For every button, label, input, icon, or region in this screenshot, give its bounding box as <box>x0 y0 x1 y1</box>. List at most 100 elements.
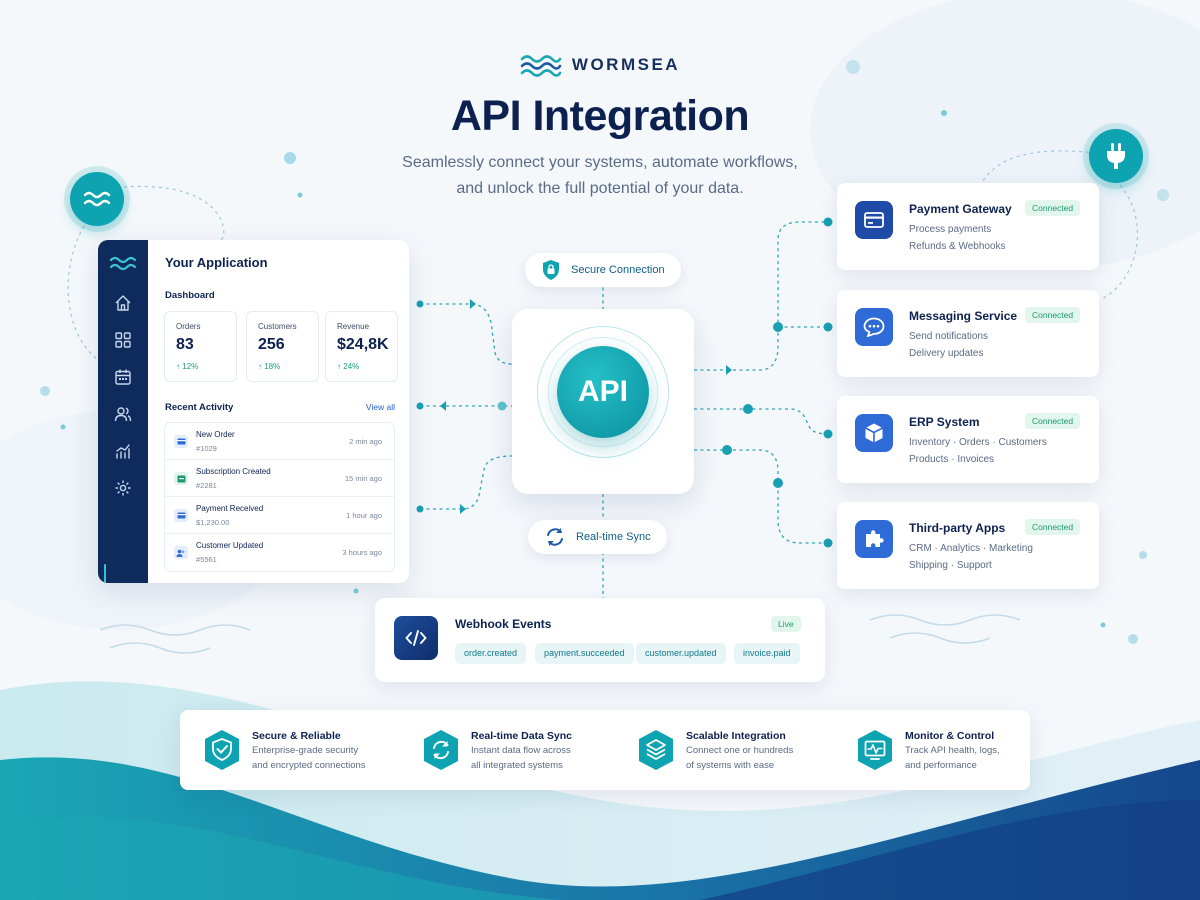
plug-icon <box>1107 143 1125 169</box>
page-title: API Integration <box>450 92 750 140</box>
calendar-icon <box>115 369 131 385</box>
stat-card-orders: Orders 83 ↑ 12% <box>164 311 237 382</box>
sidebar-item-users[interactable] <box>112 403 134 425</box>
stat-value: $24,8K <box>337 336 389 353</box>
secure-connection-pill: Secure Connection <box>525 253 681 287</box>
webhook-events-card: Webhook Events Live order.created paymen… <box>375 598 825 682</box>
chat-icon <box>855 308 893 346</box>
service-desc-1: CRM · Analytics · Marketing <box>909 543 1033 554</box>
feature-title: Real-time Data Sync <box>471 730 572 742</box>
feature-desc-2: all integrated systems <box>471 760 563 771</box>
activity-row[interactable]: Payment Received $1,230.00 1 hour ago <box>165 497 394 534</box>
sidebar-item-grid[interactable] <box>112 329 134 351</box>
activity-sub: #1029 <box>196 444 217 453</box>
features-bar: Secure & Reliable Enterprise-grade secur… <box>180 710 1030 790</box>
grid-icon <box>115 332 131 348</box>
activity-sub: $1,230.00 <box>196 518 230 527</box>
activity-title: Payment Received <box>196 504 264 513</box>
event-chip[interactable]: invoice.paid <box>734 643 800 664</box>
status-badge: Connected <box>1025 200 1081 216</box>
service-desc-2: Products · Invoices <box>909 454 995 465</box>
subscription-icon <box>174 472 188 485</box>
activity-time: 2 min ago <box>349 437 382 446</box>
shield-lock-icon <box>543 260 559 280</box>
gear-icon <box>115 480 131 496</box>
sidebar-item-analytics[interactable] <box>112 440 134 462</box>
puzzle-icon <box>855 520 893 558</box>
service-desc-2: Shipping · Support <box>909 560 992 571</box>
service-card-payment-gateway[interactable]: Payment Gateway Connected Process paymen… <box>837 183 1099 270</box>
service-desc-1: Process payments <box>909 224 992 235</box>
realtime-sync-label: Real-time Sync <box>576 531 651 543</box>
app-title: Your Application <box>165 255 268 270</box>
activity-row[interactable]: Customer Updated #5561 3 hours ago <box>165 534 394 571</box>
stat-label: Customers <box>258 322 297 331</box>
service-title: Third-party Apps <box>909 521 1006 535</box>
feature-desc-2: and encrypted connections <box>252 760 366 771</box>
feature-desc-1: Enterprise-grade security <box>252 745 359 756</box>
card-icon <box>855 201 893 239</box>
activity-title: New Order <box>196 430 235 439</box>
stat-card-revenue: Revenue $24,8K ↑ 24% <box>325 311 398 382</box>
status-badge: Connected <box>1025 519 1081 535</box>
sidebar-item-calendar[interactable] <box>112 366 134 388</box>
event-chip[interactable]: order.created <box>455 643 527 664</box>
wave-logo-icon <box>520 55 562 77</box>
status-badge: Connected <box>1025 307 1081 323</box>
code-icon <box>394 616 438 660</box>
sidebar-logo-icon <box>109 256 137 271</box>
layers-icon <box>639 730 673 770</box>
recent-activity-label: Recent Activity <box>165 402 234 413</box>
sync-arrows-icon <box>547 528 563 546</box>
activity-title: Customer Updated <box>196 541 264 550</box>
event-chip[interactable]: payment.succeeded <box>535 643 634 664</box>
stat-value: 256 <box>258 336 285 353</box>
activity-row[interactable]: New Order #1029 2 min ago <box>165 423 394 460</box>
stat-value: 83 <box>176 336 194 353</box>
service-card-third-party[interactable]: Third-party Apps Connected CRM · Analyti… <box>837 502 1099 589</box>
brand-name: WORMSEA <box>571 55 681 74</box>
activity-list: New Order #1029 2 min ago Subscription C… <box>164 422 395 572</box>
secure-connection-label: Secure Connection <box>571 264 665 276</box>
stat-change: ↑ 18% <box>258 362 281 371</box>
service-desc-2: Refunds & Webhooks <box>909 241 1006 252</box>
feature-desc-1: Instant data flow across <box>471 745 571 756</box>
page-subtitle: Seamlessly connect your systems, automat… <box>300 150 900 202</box>
api-outer-ring <box>537 326 669 458</box>
plug-badge <box>1089 129 1143 183</box>
subtitle-line-2: and unlock the full potential of your da… <box>456 180 744 197</box>
home-icon <box>115 295 131 311</box>
service-card-erp[interactable]: ERP System Connected Inventory · Orders … <box>837 396 1099 483</box>
stat-card-customers: Customers 256 ↑ 18% <box>246 311 319 382</box>
activity-time: 15 min ago <box>344 474 382 483</box>
application-card: Your Application Dashboard Orders 83 ↑ 1… <box>98 240 409 583</box>
api-core: API <box>557 346 649 438</box>
feature-title: Scalable Integration <box>686 730 786 742</box>
api-hub: API <box>512 309 694 494</box>
feature-desc-2: and performance <box>905 760 977 771</box>
users-icon <box>114 407 132 422</box>
api-inner-ring <box>548 337 658 447</box>
activity-time: 1 hour ago <box>346 511 382 520</box>
wave-icon <box>83 191 111 207</box>
sidebar-item-home[interactable] <box>112 292 134 314</box>
view-all-link[interactable]: View all <box>365 402 395 412</box>
sidebar-item-settings[interactable] <box>112 477 134 499</box>
activity-sub: #2281 <box>196 481 217 490</box>
dashboard-label: Dashboard <box>165 290 215 301</box>
webhook-title: Webhook Events <box>455 617 552 631</box>
customer-icon <box>174 546 188 559</box>
feature-title: Monitor & Control <box>905 730 995 742</box>
service-card-messaging[interactable]: Messaging Service Connected Send notific… <box>837 290 1099 377</box>
stat-change: ↑ 12% <box>176 362 199 371</box>
activity-row[interactable]: Subscription Created #2281 15 min ago <box>165 460 394 497</box>
realtime-sync-pill: Real-time Sync <box>528 520 667 554</box>
stat-label: Orders <box>176 322 201 331</box>
order-icon <box>174 435 188 448</box>
brand: WORMSEA <box>0 52 1200 78</box>
service-title: Messaging Service <box>909 309 1018 323</box>
live-badge: Live <box>771 616 801 632</box>
event-chip[interactable]: customer.updated <box>636 643 726 664</box>
feature-desc-1: Connect one or hundreds <box>686 745 794 756</box>
service-desc-1: Inventory · Orders · Customers <box>909 437 1047 448</box>
